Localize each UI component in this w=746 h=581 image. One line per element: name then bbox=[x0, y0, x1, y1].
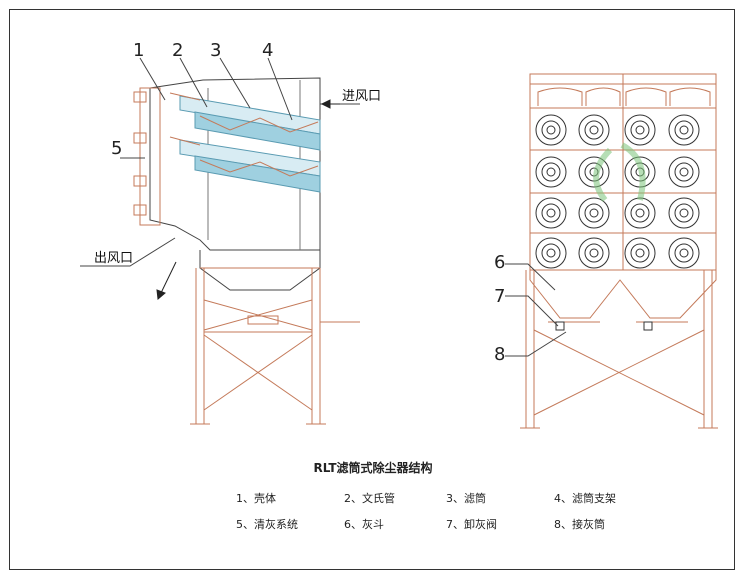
front-hoppers bbox=[529, 270, 717, 319]
diagram-caption: RLT滤筒式除尘器结构 bbox=[313, 461, 433, 475]
legend-item: 5、清灰系统 bbox=[236, 518, 298, 531]
legend-item: 7、卸灰阀 bbox=[446, 518, 497, 531]
front-view bbox=[505, 73, 718, 429]
side-leaders bbox=[80, 57, 293, 267]
diagram-frame bbox=[9, 9, 735, 570]
support-legs bbox=[190, 268, 326, 425]
legend-item: 4、滤筒支架 bbox=[554, 492, 616, 505]
pulse-pipe bbox=[139, 87, 161, 226]
legend-item: 1、壳体 bbox=[236, 492, 276, 505]
callout-7: 7 bbox=[494, 286, 505, 307]
outlet-arrow bbox=[159, 261, 177, 296]
callout-3: 3 bbox=[210, 40, 221, 61]
callout-1: 1 bbox=[133, 40, 144, 61]
legend-item: 2、文氏管 bbox=[344, 492, 395, 505]
callout-4: 4 bbox=[262, 40, 273, 61]
watermark-logo bbox=[593, 142, 646, 202]
outlet-label: 出风口 bbox=[94, 251, 133, 266]
callout-5: 5 bbox=[111, 138, 122, 159]
housing-shell bbox=[149, 77, 321, 251]
callout-8: 8 bbox=[494, 344, 505, 365]
front-leaders bbox=[505, 263, 567, 357]
legend-item: 3、滤筒 bbox=[446, 492, 486, 505]
parts-legend: 1、壳体 2、文氏管 3、滤筒 4、滤筒支架 5、清灰系统 6、灰斗 7、卸灰阀… bbox=[236, 490, 656, 532]
legend-item: 6、灰斗 bbox=[344, 518, 384, 531]
filter-cartridges bbox=[169, 92, 321, 193]
hopper bbox=[199, 250, 321, 291]
filter-grid bbox=[535, 114, 700, 269]
inlet-label: 进风口 bbox=[342, 89, 381, 104]
front-legs bbox=[520, 270, 718, 429]
side-view bbox=[80, 57, 360, 425]
callout-2: 2 bbox=[172, 40, 183, 61]
callout-numbers: 1 2 3 4 5 6 7 8 进风口 出风口 bbox=[94, 40, 505, 365]
legend-item: 8、接灰筒 bbox=[554, 518, 605, 531]
callout-6: 6 bbox=[494, 252, 505, 273]
